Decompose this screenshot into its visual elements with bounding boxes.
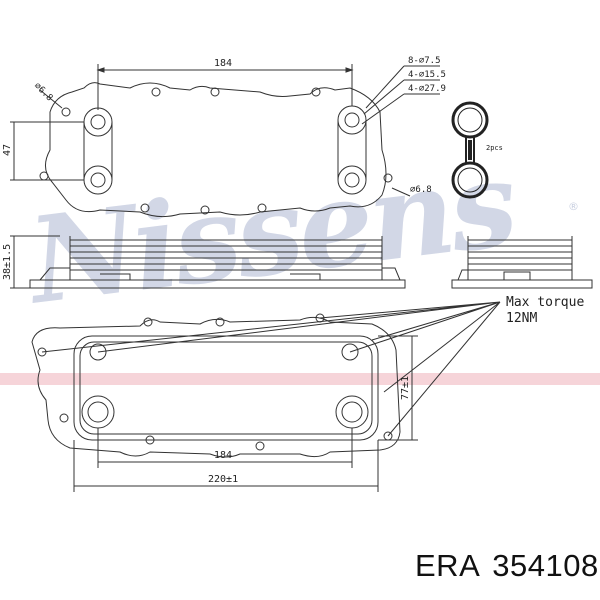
bottom-core-inner [79, 341, 373, 435]
seal-ring-1 [451, 101, 489, 139]
side-dim-line-height [10, 235, 60, 289]
bottom-core-outer [73, 335, 379, 441]
top-port-3 [337, 105, 367, 135]
torque-value: 12NM [506, 311, 537, 326]
part-caption: ERA 354108 [415, 548, 600, 584]
top-dim-line-height [10, 121, 84, 181]
bottom-dim-line-height [378, 335, 418, 441]
bottom-dim-line-inner [97, 428, 353, 468]
top-dim-height: 47 [2, 144, 13, 156]
seal-ring-2 [451, 161, 489, 199]
bottom-dim-outer: 220±1 [208, 474, 238, 485]
caption-brand: ERA [415, 548, 481, 583]
callout-1: 8-⌀7.5 [408, 56, 441, 66]
top-dim-width: 184 [214, 58, 232, 69]
callout-leaders [361, 65, 440, 125]
seal-rings [451, 101, 489, 199]
top-bolt-hole-1 [61, 107, 71, 117]
top-view [10, 64, 440, 218]
caption-part-number: 354108 [492, 548, 599, 583]
bottom-dim-inner: 184 [214, 450, 232, 461]
top-port-1 [83, 107, 113, 137]
bottom-view [31, 301, 501, 492]
torque-label: Max torque [506, 295, 584, 310]
side-view-left [10, 235, 406, 289]
bottom-port-4 [335, 395, 369, 429]
top-dim-bolt-right: ⌀6.8 [410, 185, 432, 195]
side-view-right [451, 236, 593, 289]
seal-label: 2pcs [486, 144, 503, 152]
bottom-dim-height: 77±1 [400, 376, 411, 400]
top-view-outline [45, 82, 387, 218]
watermark-stripe [0, 373, 600, 385]
bottom-dim-line-outer [73, 440, 379, 492]
callout-2: 4-⌀15.5 [408, 70, 446, 80]
callout-3: 4-⌀27.9 [408, 84, 446, 94]
watermark-registered: ® [568, 200, 579, 213]
bottom-port-1 [89, 343, 107, 361]
bottom-port-2 [341, 343, 359, 361]
torque-leaders [41, 301, 501, 437]
bottom-port-3 [81, 395, 115, 429]
watermark-brand: Nissens [18, 133, 523, 331]
top-dim-bolt-left: ⌀6.8 [32, 81, 54, 103]
bottom-view-outline [31, 316, 401, 458]
side-dim-height: 38±1.5 [2, 244, 13, 280]
top-dim-line-width [97, 64, 353, 110]
